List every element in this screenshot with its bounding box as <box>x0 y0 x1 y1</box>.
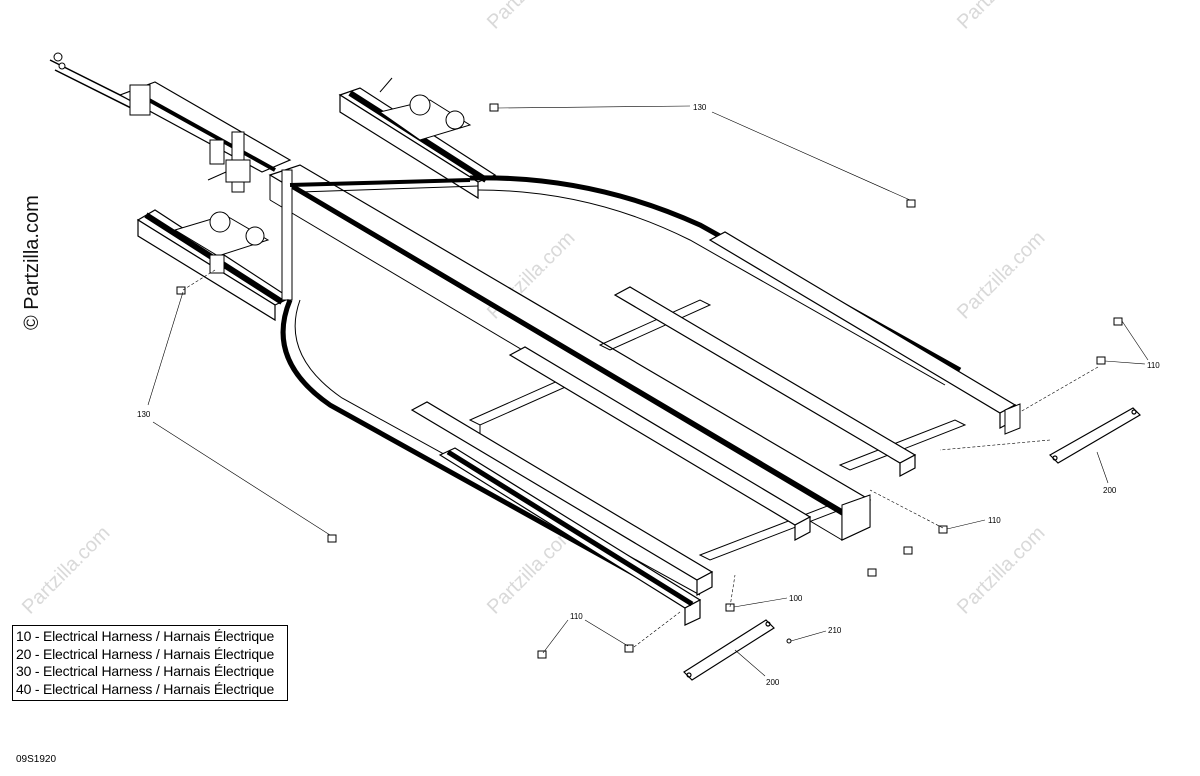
watermark: Partzilla.com <box>18 522 115 619</box>
nut-110-bottom-b <box>624 644 634 653</box>
watermark: Partzilla.com <box>483 0 580 34</box>
legend-row: 20 - Electrical Harness / Harnais Électr… <box>16 645 275 662</box>
watermark: Partzilla.com <box>953 522 1050 619</box>
watermark: Partzilla.com <box>953 0 1050 34</box>
watermark-vertical: © Partzilla.com <box>21 195 43 330</box>
upper-cross-member <box>338 77 497 200</box>
rub-strip-bottom <box>683 619 775 681</box>
tongue-assembly <box>49 52 292 173</box>
callout-110-bottom: 110 <box>570 612 583 621</box>
nut-110-right <box>1096 356 1106 365</box>
bunk-board <box>794 516 811 541</box>
callout-110-right: 110 <box>1147 361 1160 370</box>
curved-frame-lower <box>280 299 701 608</box>
rub-strips <box>683 407 1141 681</box>
nut-130-left <box>176 286 186 295</box>
callout-130-top: 130 <box>693 103 707 112</box>
legend-row: 30 - Electrical Harness / Harnais Électr… <box>16 663 275 679</box>
curved-frame-upper <box>469 175 962 386</box>
screw-210 <box>786 638 792 644</box>
callout-200-bottom: 200 <box>766 678 780 687</box>
lower-cross-member <box>136 209 292 322</box>
callout-130-left: 130 <box>137 410 151 419</box>
rub-strip-right <box>1049 407 1141 464</box>
nut-100 <box>725 603 735 612</box>
nut-110-far-right <box>1113 317 1123 326</box>
nut-mid-b <box>867 568 877 577</box>
nut-130-top-right <box>906 199 916 208</box>
lower-side-rail <box>438 447 702 626</box>
rear-frame-end <box>841 403 1021 541</box>
front-post <box>281 169 293 301</box>
nut-110-mid <box>938 525 948 534</box>
diagonal-brace <box>289 178 479 193</box>
callout-100: 100 <box>789 594 803 603</box>
bunk-board <box>696 571 713 596</box>
callout-110-mid: 110 <box>988 516 1001 525</box>
jack-post <box>207 131 251 193</box>
legend-box: 10 - Electrical Harness / Harnais Électr… <box>12 625 288 701</box>
leader-lines <box>147 105 1149 677</box>
nut-110-bottom-a <box>537 650 547 659</box>
legend-row: 10 - Electrical Harness / Harnais Électr… <box>16 628 275 644</box>
legend-row: 40 - Electrical Harness / Harnais Électr… <box>16 680 275 697</box>
bunk-boards <box>410 231 1017 596</box>
nut-130-top <box>489 103 499 112</box>
main-beam <box>268 164 872 541</box>
bunk-board <box>899 454 916 477</box>
callout-210: 210 <box>828 626 842 635</box>
fasteners <box>176 103 1123 659</box>
nut-mid-a <box>903 546 913 555</box>
diagram-code: 09S1920 <box>16 754 57 765</box>
nut-130-bottom <box>327 534 337 543</box>
callout-labels: 130 130 110 110 110 100 210 200 200 <box>137 103 1160 687</box>
callout-200-right: 200 <box>1103 486 1117 495</box>
watermark: Partzilla.com <box>953 227 1050 324</box>
